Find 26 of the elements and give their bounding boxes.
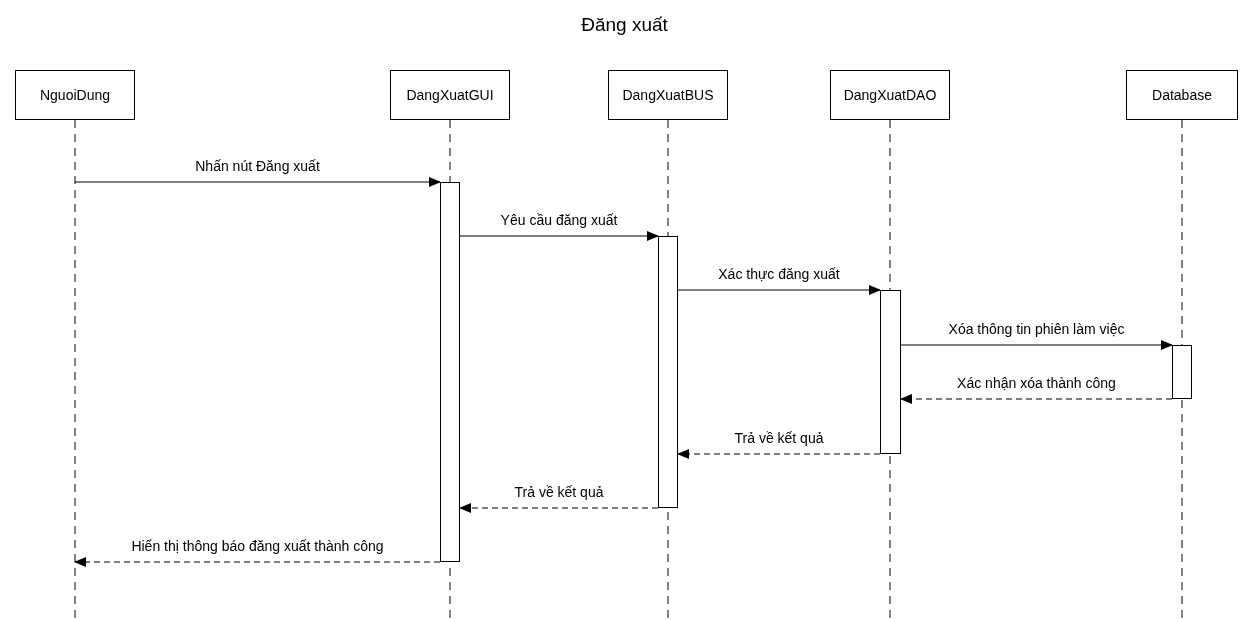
- message-arrow: [677, 449, 881, 459]
- activation-bar: [658, 236, 678, 508]
- message-label: Nhấn nút Đăng xuất: [193, 158, 322, 174]
- activation-bar: [1172, 345, 1192, 399]
- participant-box: Database: [1126, 70, 1238, 120]
- message-label: Xóa thông tin phiên làm việc: [946, 321, 1127, 337]
- message-arrow: [74, 177, 441, 187]
- message-arrow: [459, 503, 659, 513]
- message-arrow: [900, 340, 1173, 350]
- message-label: Xác thực đăng xuất: [716, 266, 842, 282]
- message-arrow: [677, 285, 881, 295]
- message-arrow: [74, 557, 441, 567]
- message-arrow: [459, 231, 659, 241]
- diagram-title: Đăng xuất: [580, 14, 669, 36]
- participant-box: DangXuatDAO: [830, 70, 950, 120]
- participant-box: NguoiDung: [15, 70, 135, 120]
- message-label: Yêu cầu đăng xuất: [498, 212, 620, 228]
- participant-box: DangXuatGUI: [390, 70, 510, 120]
- participant-box: DangXuatBUS: [608, 70, 728, 120]
- message-label: Hiển thị thông báo đăng xuất thành công: [129, 538, 386, 554]
- activation-bar: [880, 290, 901, 454]
- message-label: Xác nhận xóa thành công: [955, 375, 1118, 391]
- activation-bar: [440, 182, 460, 562]
- message-label: Trả về kết quả: [512, 484, 606, 500]
- message-label: Trả về kết quả: [732, 430, 826, 446]
- message-arrow: [900, 394, 1173, 404]
